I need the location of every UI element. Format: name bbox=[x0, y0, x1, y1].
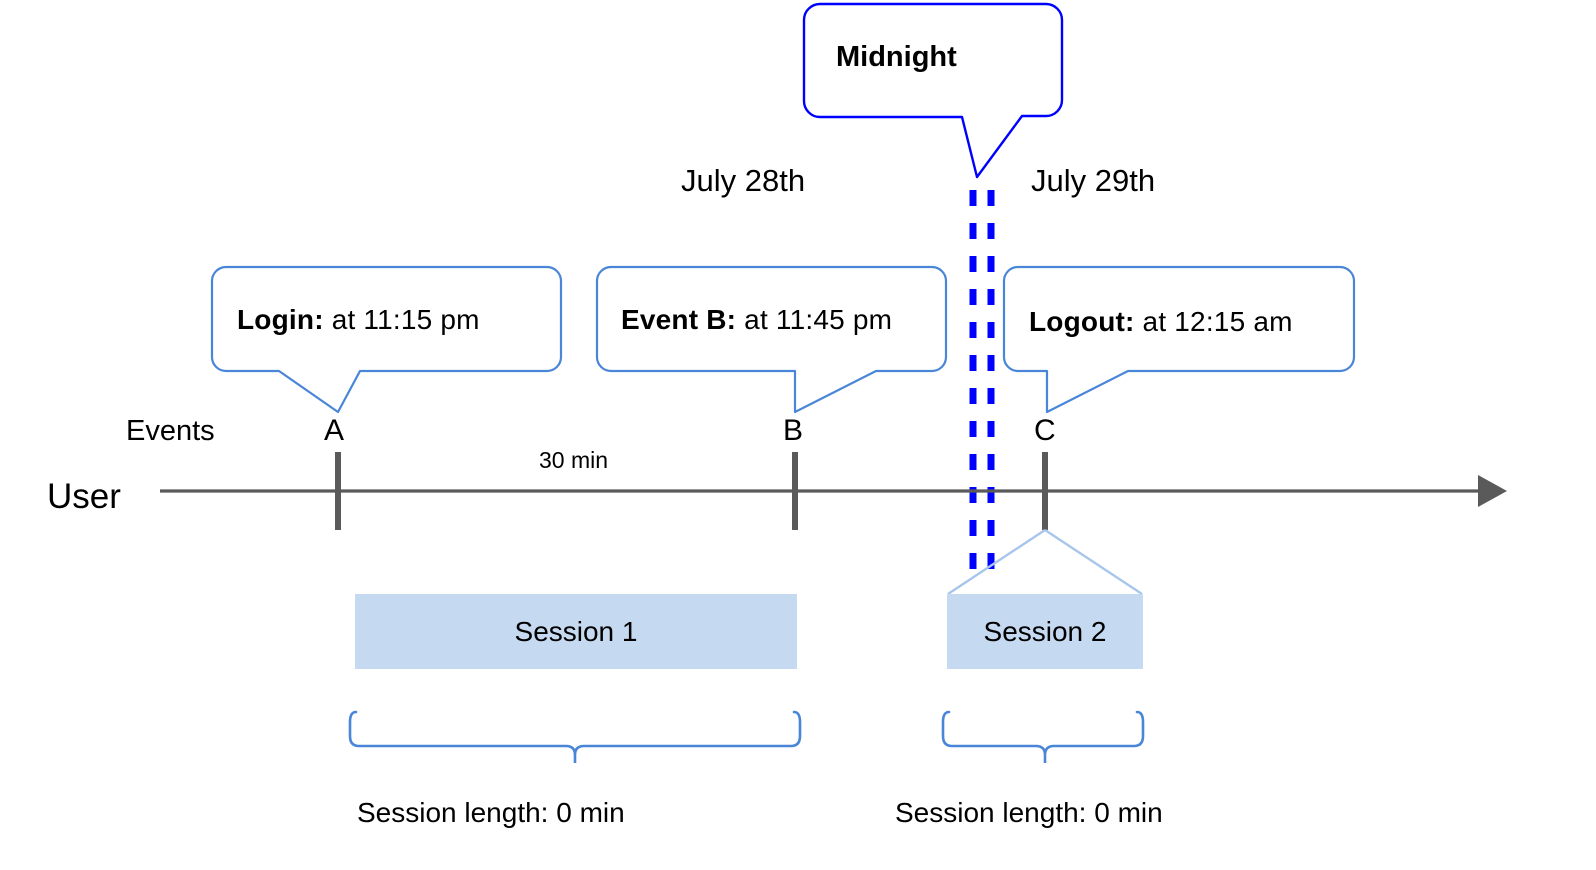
event-callout-b-bold: Event B: bbox=[621, 304, 737, 335]
brace-session-2 bbox=[941, 710, 1145, 763]
midnight-label: Midnight bbox=[836, 41, 957, 73]
user-lane-label: User bbox=[47, 477, 121, 516]
event-marker-label-c: C bbox=[1034, 414, 1056, 447]
event-marker-label-b: B bbox=[783, 414, 804, 447]
event-callout-b-rest: at 11:45 pm bbox=[736, 304, 893, 335]
date-label-july-29: July 29th bbox=[1031, 163, 1156, 198]
event-marker-label-a: A bbox=[324, 414, 345, 447]
event-callout-b-text: Event B: at 11:45 pm bbox=[621, 304, 892, 336]
event-callout-c-bold: Logout: bbox=[1029, 306, 1135, 337]
session-box-1[interactable]: Session 1 bbox=[355, 594, 797, 669]
session-2-length-label: Session length: 0 min bbox=[895, 797, 1163, 828]
event-callout-c-text: Logout: at 12:15 am bbox=[1029, 306, 1293, 338]
date-label-july-28: July 28th bbox=[681, 163, 806, 198]
session-1-label: Session 1 bbox=[514, 615, 638, 647]
event-callout-a-rest: at 11:15 pm bbox=[323, 304, 480, 335]
event-callout-a-bold: Login: bbox=[237, 304, 324, 335]
session-1-length-label: Session length: 0 min bbox=[357, 797, 625, 828]
session-box-2[interactable]: Session 2 bbox=[947, 594, 1143, 669]
session-2-label: Session 2 bbox=[983, 615, 1107, 647]
brace-session-1 bbox=[348, 710, 802, 763]
event-callout-a-text: Login: at 11:15 pm bbox=[237, 304, 480, 336]
event-callout-c-rest: at 12:15 am bbox=[1134, 306, 1293, 337]
events-row-label: Events bbox=[126, 415, 215, 447]
interval-label-30min: 30 min bbox=[539, 447, 609, 473]
timeline-arrowhead-icon bbox=[1478, 475, 1507, 507]
